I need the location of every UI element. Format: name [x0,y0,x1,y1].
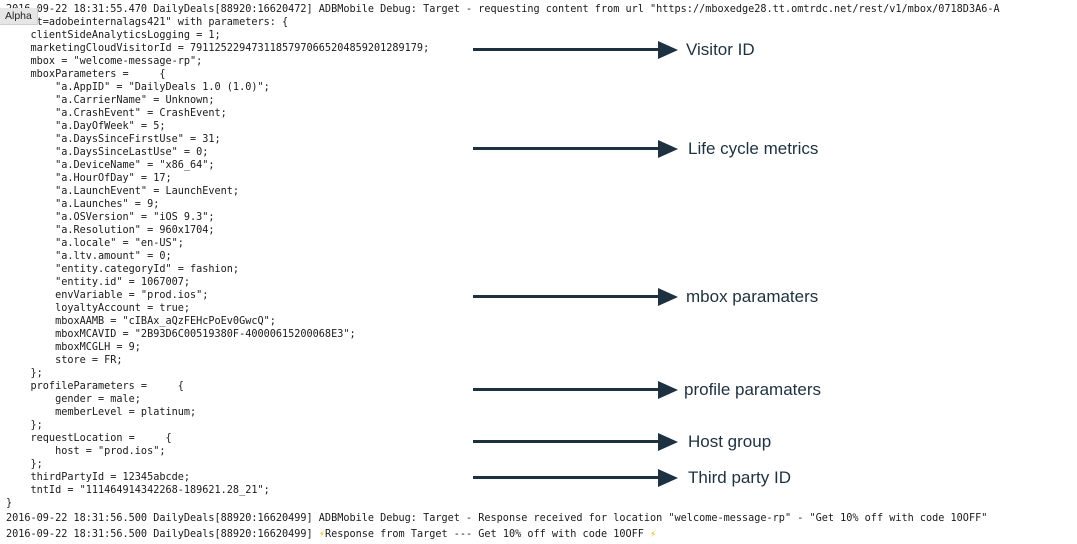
log-header-line-2: client=adobeinternalags421" with paramet… [6,17,289,28]
log-line: "entity.categoryId" = fashion; [6,264,240,275]
log-line: mboxMCGLH = 9; [6,342,141,353]
arrow-line [473,388,663,391]
log-line: "a.AppID" = "DailyDeals 1.0 (1.0)"; [6,82,270,93]
log-footer-message: Response from Target --- Get 10% off wit… [324,529,651,540]
log-line: "a.LaunchEvent" = LaunchEvent; [6,186,240,197]
annotation-third-party-id: Third party ID [0,466,1077,490]
arrow-line [473,476,663,479]
alpha-tab[interactable]: Alpha [0,8,38,25]
log-line: host = "prod.ios"; [6,446,166,457]
log-line: loyaltyAccount = true; [6,303,191,314]
log-footer-line-2: 2016-09-22 18:31:56.500 DailyDeals[88920… [6,528,656,541]
annotation-profile-parameters: profile paramaters [0,378,1077,402]
log-line: "a.DayOfWeek" = 5; [6,121,166,132]
log-line: } [6,498,13,509]
log-footer-prefix: 2016-09-22 18:31:56.500 DailyDeals[88920… [6,529,319,540]
log-line: clientSideAnalyticsLogging = 1; [6,30,221,41]
arrow-line [473,440,663,443]
annotation-label: Life cycle metrics [688,139,819,158]
log-line: profileParameters = { [6,381,184,392]
lightning-icon: ⚡ [650,529,657,540]
annotation-host-group: Host group [0,430,1077,454]
log-line: memberLevel = platinum; [6,407,197,418]
log-line: "entity.id" = 1067007; [6,277,191,288]
arrow-right-icon [658,381,678,399]
log-line: "a.DeviceName" = "x86_64"; [6,160,215,171]
log-line: }; [6,420,43,431]
annotation-visitor-id: Visitor ID [0,38,1077,62]
log-line: "a.DaysSinceLastUse" = 0; [6,147,209,158]
annotation-label: Visitor ID [686,40,755,59]
log-line: envVariable = "prod.ios"; [6,290,209,301]
arrow-line [473,48,663,51]
log-line: tntId = "111464914342268-189621.28_21"; [6,485,270,496]
log-line: thirdPartyId = 12345abcde; [6,472,191,483]
arrow-right-icon [658,469,678,487]
arrow-right-icon [658,140,678,158]
log-line: "a.DaysSinceFirstUse" = 31; [6,134,221,145]
log-line: "a.OSVersion" = "iOS 9.3"; [6,212,215,223]
log-line: requestLocation = { [6,433,172,444]
annotation-label: Third party ID [688,468,791,487]
log-line: store = FR; [6,355,123,366]
annotation-label: Host group [688,432,772,451]
log-line: }; [6,459,43,470]
lightning-icon: ⚡ [318,529,325,540]
annotation-label: profile paramaters [684,380,822,399]
arrow-line [473,147,663,150]
log-line: "a.HourOfDay" = 17; [6,173,172,184]
log-line: "a.CrashEvent" = CrashEvent; [6,108,227,119]
log-line: mbox = "welcome-message-rp"; [6,56,203,67]
arrow-right-icon [658,288,678,306]
log-footer-line-1: 2016-09-22 18:31:56.500 DailyDeals[88920… [6,513,988,524]
annotation-life-cycle-metrics: Life cycle metrics [0,137,1077,161]
arrow-line [473,295,663,298]
log-line: "a.locale" = "en-US"; [6,238,184,249]
log-header-line-1: 2016-09-22 18:31:55.470 DailyDeals[88920… [6,4,1000,15]
log-line: }; [6,368,43,379]
log-line: marketingCloudVisitorId = 79112522947311… [6,43,430,54]
log-line: "a.Resolution" = 960x1704; [6,225,215,236]
log-line: mboxMCAVID = "2B93D6C00519380F-400006152… [6,329,356,340]
log-line: mboxParameters = { [6,69,166,80]
arrow-right-icon [658,433,678,451]
arrow-right-icon [658,41,678,59]
log-line: gender = male; [6,394,141,405]
log-line: "a.CarrierName" = Unknown; [6,95,215,106]
annotation-label: mbox paramaters [686,287,819,306]
log-line: mboxAAMB = "cIBAx_aQzFEHcPoEv0GwcQ"; [6,316,276,327]
log-line: "a.Launches" = 9; [6,199,160,210]
log-line: "a.ltv.amount" = 0; [6,251,172,262]
annotation-mbox-parameters: mbox paramaters [0,285,1077,309]
